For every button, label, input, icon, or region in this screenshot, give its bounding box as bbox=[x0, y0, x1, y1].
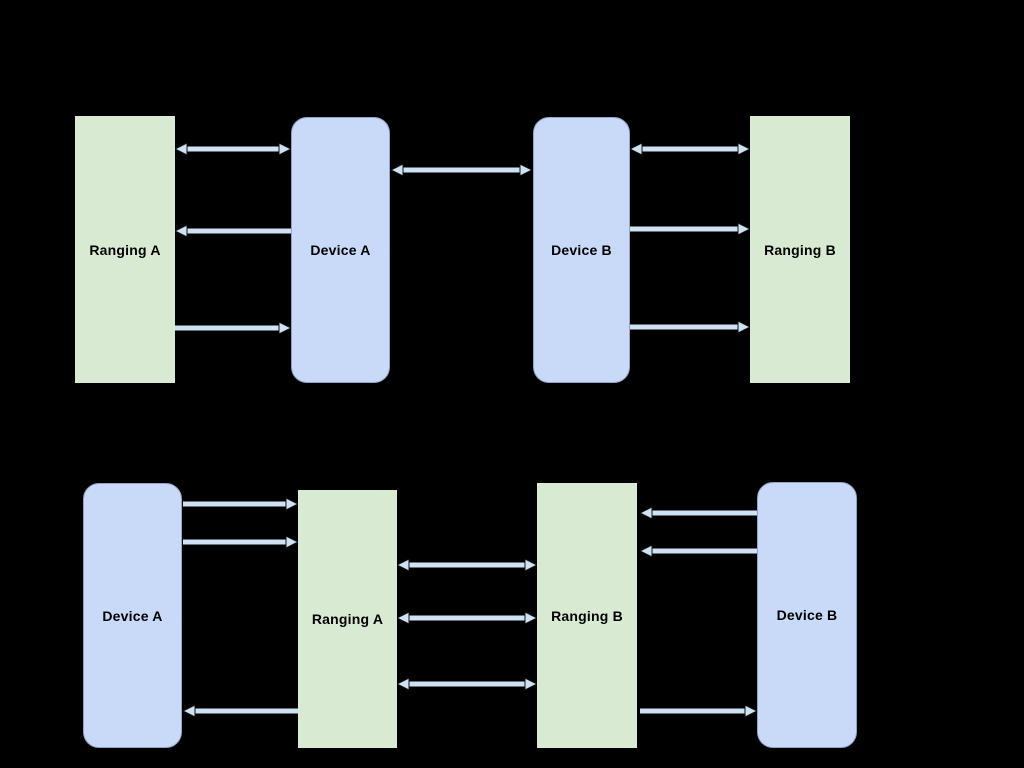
arrowhead-icon bbox=[737, 320, 752, 334]
top-arrow-3-ranging-a-to-device-a bbox=[175, 321, 293, 335]
arrowhead-icon bbox=[173, 224, 188, 238]
top-arrow-5-device-b-to-ranging-b bbox=[628, 142, 752, 156]
bottom-node-ranging-b: Ranging B bbox=[537, 483, 637, 748]
arrowhead-icon bbox=[395, 677, 410, 691]
arrowhead-icon bbox=[744, 704, 759, 718]
arrowhead-icon bbox=[638, 506, 653, 520]
arrowhead-icon bbox=[524, 558, 539, 572]
bottom-arrow-8-device-b-to-ranging-b bbox=[638, 544, 757, 558]
arrowhead-icon bbox=[173, 142, 188, 156]
bottom-arrow-5-ranging-a-to-ranging-b bbox=[395, 611, 539, 625]
bottom-arrow-3-ranging-a-to-device-a bbox=[181, 704, 298, 718]
bottom-arrow-2-device-a-to-ranging-a bbox=[183, 535, 300, 549]
top-node-ranging-b: Ranging B bbox=[750, 116, 850, 383]
top-arrow-6-device-b-to-ranging-b bbox=[630, 222, 752, 236]
top-node-ranging-a: Ranging A bbox=[75, 116, 175, 383]
top-arrow-4-device-a-to-device-b bbox=[389, 163, 534, 177]
arrowhead-icon bbox=[524, 611, 539, 625]
top-node-device-b: Device B bbox=[533, 117, 630, 383]
bottom-node-device-b: Device B bbox=[757, 482, 857, 748]
arrowhead-icon bbox=[519, 163, 534, 177]
node-label: Ranging A bbox=[311, 611, 384, 627]
arrowhead-icon bbox=[737, 222, 752, 236]
arrowhead-icon bbox=[737, 142, 752, 156]
arrowhead-icon bbox=[389, 163, 404, 177]
arrowhead-icon bbox=[285, 535, 300, 549]
bottom-arrow-9-ranging-b-to-device-b bbox=[640, 704, 759, 718]
bottom-node-ranging-a: Ranging A bbox=[298, 490, 397, 748]
arrowhead-icon bbox=[638, 544, 653, 558]
bottom-node-device-a: Device A bbox=[83, 483, 182, 748]
node-label: Device A bbox=[102, 607, 163, 624]
top-arrow-7-device-b-to-ranging-b bbox=[630, 320, 752, 334]
node-label: Device B bbox=[551, 242, 612, 258]
top-node-device-a: Device A bbox=[291, 117, 390, 383]
top-arrow-1-ranging-a-to-device-a bbox=[173, 142, 293, 156]
arrowhead-icon bbox=[628, 142, 643, 156]
node-label: Device B bbox=[776, 607, 838, 623]
arrowhead-icon bbox=[278, 321, 293, 335]
arrowhead-icon bbox=[524, 677, 539, 691]
bottom-arrow-4-ranging-a-to-ranging-b bbox=[395, 558, 539, 572]
node-label: Ranging B bbox=[551, 607, 623, 624]
arrowhead-icon bbox=[181, 704, 196, 718]
node-label: Ranging A bbox=[89, 241, 161, 258]
arrowhead-icon bbox=[395, 611, 410, 625]
bottom-arrow-1-device-a-to-ranging-a bbox=[183, 497, 300, 511]
arrowhead-icon bbox=[395, 558, 410, 572]
node-label: Device A bbox=[310, 242, 371, 258]
node-label: Ranging B bbox=[764, 241, 836, 258]
bottom-arrow-7-device-b-to-ranging-b bbox=[638, 506, 757, 520]
bottom-arrow-6-ranging-a-to-ranging-b bbox=[395, 677, 539, 691]
top-arrow-2-device-a-to-ranging-a bbox=[173, 224, 291, 238]
arrowhead-icon bbox=[278, 142, 293, 156]
arrowhead-icon bbox=[285, 497, 300, 511]
